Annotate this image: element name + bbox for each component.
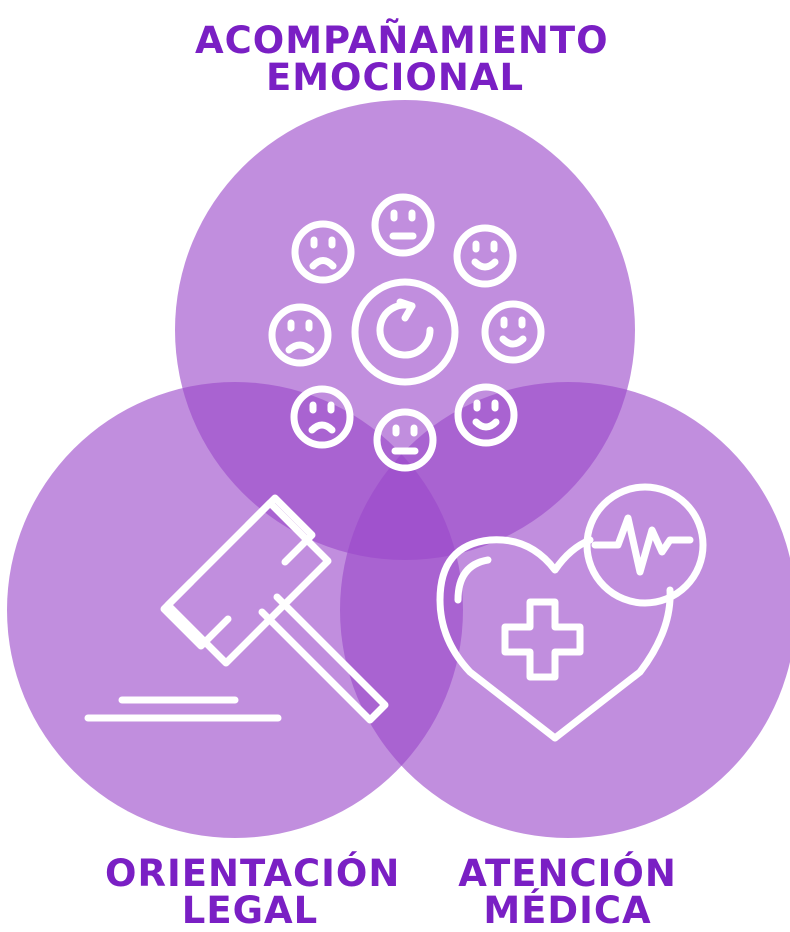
label-line: ORIENTACIÓN	[105, 852, 401, 895]
label-line: ATENCIÓN	[458, 852, 677, 895]
label-line: ACOMPAÑAMIENTO	[195, 19, 609, 62]
label-acompanamiento-emocional: ACOMPAÑAMIENTO EMOCIONAL	[195, 19, 609, 99]
label-line: MÉDICA	[483, 889, 652, 932]
heart-health-icon	[436, 483, 707, 742]
emotions-wheel-icon	[268, 193, 545, 472]
label-atencion-medica: ATENCIÓN MÉDICA	[440, 855, 695, 929]
label-orientacion-legal: ORIENTACIÓN LEGAL	[105, 852, 401, 932]
gavel-icon	[84, 494, 389, 724]
circle-legal	[7, 382, 463, 838]
label-line: LEGAL	[181, 889, 319, 932]
label-line: EMOCIONAL	[265, 56, 525, 99]
